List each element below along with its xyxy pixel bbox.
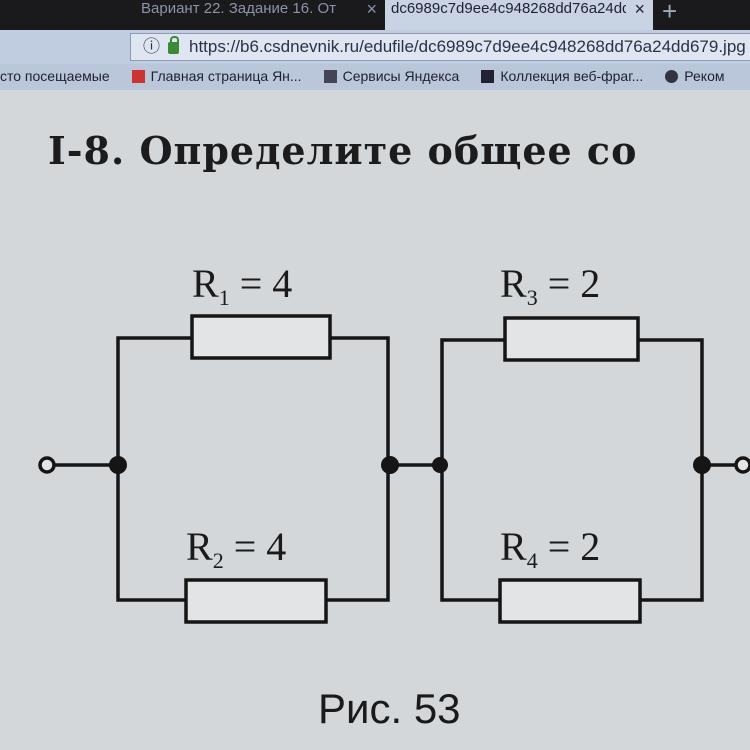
resistor-r3 (503, 316, 640, 362)
bookmark-web-fragments[interactable]: Коллекция веб-фраг... (481, 64, 643, 90)
bookmark-yandex-services[interactable]: Сервисы Яндекса (323, 64, 459, 90)
r1-label: R1 = 4 (192, 261, 292, 310)
address-bar[interactable]: ⓘ https://b6.csdnevnik.ru/edufile/dc6989c… (130, 33, 750, 61)
resistor-r2 (184, 578, 328, 624)
bookmark-most-visited[interactable]: сто посещаемые (0, 68, 110, 84)
close-icon[interactable]: × (634, 0, 645, 19)
lock-icon (168, 36, 179, 54)
tab-label: dc6989c7d9ee4c948268dd76a24dd6 (391, 0, 627, 17)
node (432, 457, 448, 473)
web-slice-icon (481, 70, 495, 83)
url-text: https://b6.csdnevnik.ru/edufile/dc6989c7… (189, 37, 746, 56)
close-icon[interactable]: × (366, 0, 377, 19)
resistor-r1 (190, 314, 332, 360)
image-viewport (0, 90, 750, 750)
tab-variant[interactable]: Вариант 22. Задание 16. От × (135, 0, 385, 30)
r3-label: R3 = 2 (500, 261, 600, 310)
bookmark-yandex-home[interactable]: Главная страница Ян... (131, 64, 302, 90)
info-icon[interactable]: ⓘ (143, 37, 160, 56)
bookmark-recommended[interactable]: Реком (665, 64, 725, 90)
input-terminal (38, 456, 56, 474)
node (109, 456, 127, 474)
problem-title: I-8. Определите общее со (48, 128, 638, 173)
folder-icon (323, 70, 337, 83)
tab-label: Вариант 22. Задание 16. От (141, 0, 336, 17)
new-tab-button[interactable]: + (662, 0, 678, 26)
bookmarks-bar: сто посещаемые Главная страница Ян... Се… (0, 64, 750, 90)
yandex-icon (131, 70, 145, 83)
r4-label: R4 = 2 (500, 524, 600, 573)
node (381, 456, 399, 474)
globe-icon (665, 70, 679, 83)
output-terminal (734, 456, 750, 474)
figure-caption: Рис. 53 (318, 685, 461, 732)
r2-label: R2 = 4 (186, 524, 286, 573)
node (693, 456, 711, 474)
resistor-r4 (498, 578, 642, 624)
tab-bar: Вариант 22. Задание 16. От × dc6989c7d9ee… (0, 0, 750, 32)
tab-image[interactable]: dc6989c7d9ee4c948268dd76a24dd6 × (385, 0, 653, 30)
nav-bar: ⓘ https://b6.csdnevnik.ru/edufile/dc6989c… (0, 30, 750, 65)
